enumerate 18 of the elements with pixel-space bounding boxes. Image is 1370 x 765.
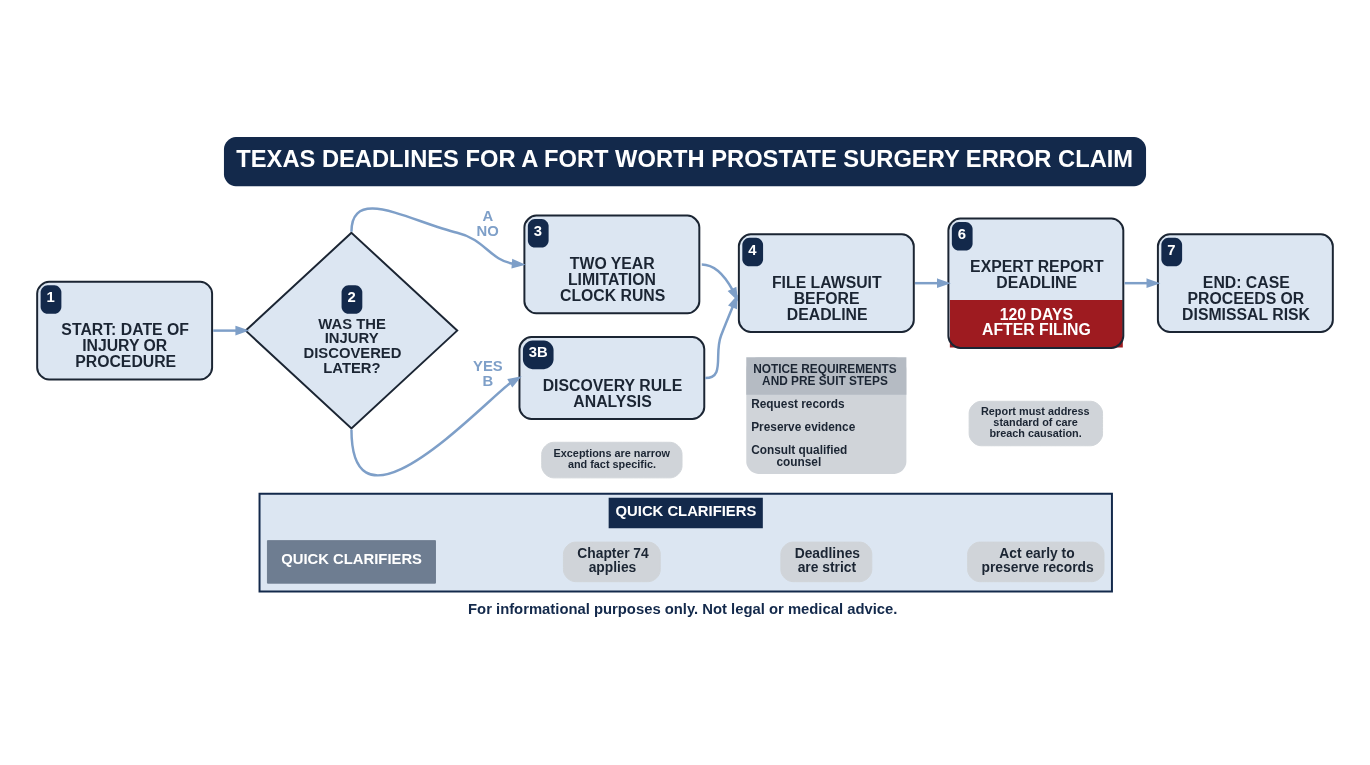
arrow (213, 325, 250, 336)
arrow (1124, 278, 1161, 289)
diagram-title: TEXAS DEADLINES FOR A FORT WORTH PROSTATE SURGERY ERROR CLAIM (236, 145, 1134, 172)
arrow (350, 207, 526, 269)
node-box: Deadlines are strict (780, 541, 873, 583)
node-box: Exceptions are narrow and fact specific. (541, 441, 683, 479)
arrow (701, 263, 738, 302)
edge-label: A NO (476, 207, 499, 239)
arrow (350, 376, 522, 476)
node-box: Act early to preserve records (967, 541, 1105, 583)
edge-label: YES B (473, 358, 503, 389)
caption: For informational purposes only. Not legal or medical advice. (468, 601, 898, 618)
node-box: Report must address standard of care breach causation. (968, 400, 1104, 447)
arrow (915, 278, 951, 289)
node-box: QUICK CLARIFIERS (266, 540, 436, 584)
node-box: Chapter 74 applies (562, 541, 661, 583)
arrow (705, 294, 738, 380)
node-diamond: 2 WAS THE INJURY DISCOVERED LATER? (244, 231, 459, 430)
